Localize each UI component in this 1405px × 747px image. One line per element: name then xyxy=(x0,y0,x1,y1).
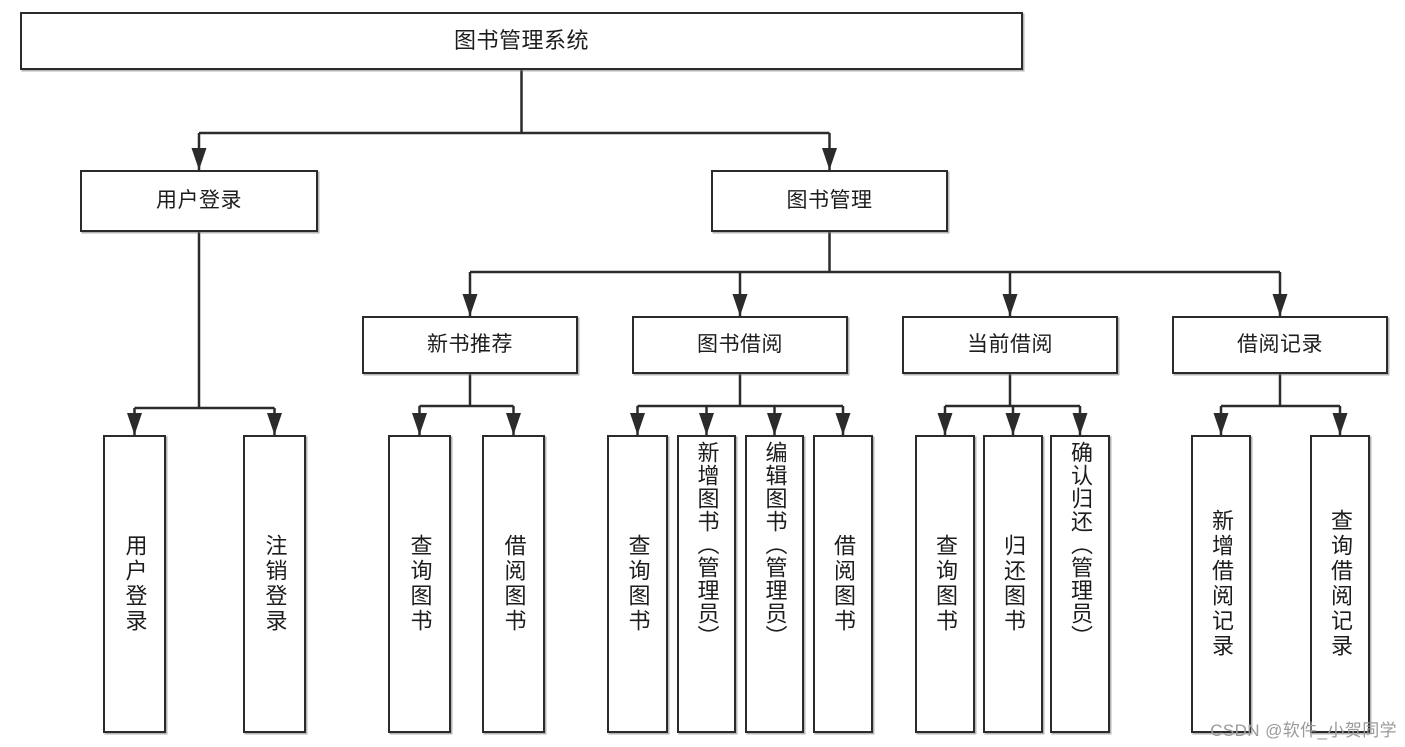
node-leaf-bor-1[interactable]: 查询图书 xyxy=(607,435,668,733)
node-label: 归还图书 xyxy=(1001,534,1026,634)
node-label: 查询图书 xyxy=(625,534,651,634)
node-label: 用户登录 xyxy=(156,188,242,212)
node-leaf-login-1[interactable]: 用户登录 xyxy=(103,435,166,733)
node-leaf-bor-2[interactable]: 新增图书（管理员） xyxy=(677,435,736,733)
edge-arrowhead xyxy=(1272,294,1288,316)
node-leaf-new-2[interactable]: 借阅图书 xyxy=(482,435,545,733)
node-label: 图书借阅 xyxy=(697,332,783,356)
edge-arrowhead xyxy=(822,148,837,170)
edge-arrowhead xyxy=(1002,294,1018,316)
edge-arrowhead xyxy=(462,294,478,316)
edge-arrowhead xyxy=(1072,413,1088,435)
node-leaf-rec-2[interactable]: 查询借阅记录 xyxy=(1310,435,1370,733)
node-label: 图书管理 xyxy=(786,188,873,212)
edge-arrowhead xyxy=(937,413,953,435)
node-root[interactable]: 图书管理系统 xyxy=(20,12,1023,70)
edge-arrowhead xyxy=(732,294,748,316)
edge-arrowhead xyxy=(1332,413,1348,435)
node-label: 用户登录 xyxy=(122,534,148,634)
node-label: 当前借阅 xyxy=(967,332,1053,356)
node-label: 查询图书 xyxy=(933,534,958,634)
node-label: 查询借阅记录 xyxy=(1328,509,1353,659)
node-label: 借阅图书 xyxy=(831,534,856,634)
node-label: 查询图书 xyxy=(407,534,433,634)
node-label: 图书管理系统 xyxy=(453,28,589,54)
node-leaf-new-1[interactable]: 查询图书 xyxy=(388,435,451,733)
edge-arrowhead xyxy=(1005,413,1021,435)
edge-arrowhead xyxy=(835,413,851,435)
node-leaf-cur-3[interactable]: 确认归还（管理员） xyxy=(1050,435,1110,733)
edge-arrowhead xyxy=(127,413,142,435)
node-label: 注销登录 xyxy=(262,534,288,634)
edge-arrowhead xyxy=(191,148,207,170)
watermark: CSDN @软件_小贺同学 xyxy=(1210,721,1397,740)
node-leaf-login-2[interactable]: 注销登录 xyxy=(243,435,306,733)
edge-arrowhead xyxy=(506,413,521,435)
node-label: 借阅记录 xyxy=(1237,332,1323,356)
edge-arrowhead xyxy=(267,413,282,435)
node-current[interactable]: 当前借阅 xyxy=(902,316,1118,374)
node-leaf-cur-2[interactable]: 归还图书 xyxy=(983,435,1043,733)
node-label: 新书推荐 xyxy=(427,332,513,356)
edge-arrowhead xyxy=(412,413,427,435)
node-records[interactable]: 借阅记录 xyxy=(1172,316,1388,374)
node-label: 新增借阅记录 xyxy=(1209,509,1234,659)
edge-arrowhead xyxy=(1213,413,1229,435)
edge-arrowhead xyxy=(767,413,782,435)
edge-arrowhead xyxy=(699,413,714,435)
node-newbook[interactable]: 新书推荐 xyxy=(362,316,578,374)
node-leaf-bor-3[interactable]: 编辑图书（管理员） xyxy=(745,435,804,733)
node-leaf-bor-4[interactable]: 借阅图书 xyxy=(813,435,873,733)
node-borrow[interactable]: 图书借阅 xyxy=(632,316,848,374)
node-label: 借阅图书 xyxy=(501,534,527,634)
edge-arrowhead xyxy=(630,413,645,435)
node-bookmgmt[interactable]: 图书管理 xyxy=(711,170,948,232)
node-leaf-cur-1[interactable]: 查询图书 xyxy=(915,435,975,733)
node-label: 编辑图书（管理员） xyxy=(762,441,788,648)
node-label: 新增图书（管理员） xyxy=(694,441,720,648)
node-label: 确认归还（管理员） xyxy=(1068,441,1093,648)
node-login[interactable]: 用户登录 xyxy=(80,170,318,232)
node-leaf-rec-1[interactable]: 新增借阅记录 xyxy=(1191,435,1251,733)
